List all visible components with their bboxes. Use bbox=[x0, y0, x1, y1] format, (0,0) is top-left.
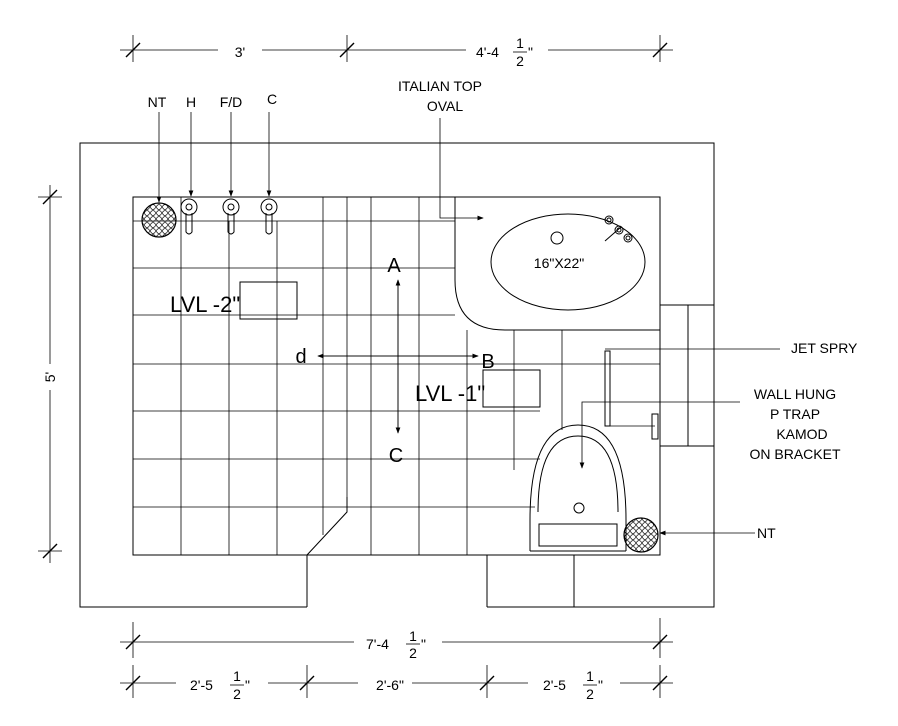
label-basin-size: 16"X22" bbox=[534, 255, 584, 271]
label-lvl2: LVL -2" bbox=[170, 292, 240, 317]
label-jet-spray: JET SPRY bbox=[791, 340, 858, 356]
dim-bottom-left: 2'-5 bbox=[190, 677, 213, 693]
jet-spray-panel bbox=[604, 304, 715, 447]
dim-bottom-right-num: 1 bbox=[586, 668, 594, 684]
label-oval: OVAL bbox=[427, 98, 464, 114]
label-on-bracket: ON BRACKET bbox=[749, 446, 840, 462]
label-flush-valve: F/D bbox=[220, 94, 243, 110]
bottom-total-dimension bbox=[120, 618, 673, 660]
dim-top-right-suffix: " bbox=[528, 44, 533, 60]
hot-tap-icon bbox=[180, 198, 198, 235]
label-nt-top: NT bbox=[148, 94, 167, 110]
dim-top-left: 3' bbox=[235, 44, 245, 60]
slope-point-c: C bbox=[389, 445, 403, 467]
cold-tap-icon bbox=[260, 198, 278, 235]
nahani-trap-top bbox=[141, 202, 177, 238]
dim-bottom-right-suffix: " bbox=[598, 677, 603, 693]
label-italian-top: ITALIAN TOP bbox=[398, 78, 482, 94]
nahani-trap-bottom bbox=[623, 517, 659, 553]
dim-left-vertical: 5' bbox=[42, 372, 58, 382]
label-p-trap: P TRAP bbox=[770, 406, 820, 422]
slope-point-b: B bbox=[481, 351, 494, 373]
floor-outline bbox=[132, 196, 661, 556]
dim-bottom-right: 2'-5 bbox=[543, 677, 566, 693]
tile-grid bbox=[133, 197, 660, 555]
slope-point-a: A bbox=[387, 255, 401, 277]
lvl2-box bbox=[239, 281, 298, 320]
slope-arrows bbox=[317, 279, 479, 434]
dim-bottom-total-den: 2 bbox=[409, 645, 417, 661]
fixture-leaders bbox=[156, 112, 780, 536]
oval-basin bbox=[490, 213, 646, 311]
dim-top-right-num: 1 bbox=[516, 35, 524, 51]
label-kamod: KAMOD bbox=[776, 426, 827, 442]
lvl1-box bbox=[482, 369, 541, 408]
flush-valve-icon bbox=[222, 198, 240, 235]
label-cold: C bbox=[267, 91, 277, 107]
slope-point-d: d bbox=[295, 346, 306, 368]
label-wall-hung: WALL HUNG bbox=[754, 386, 836, 402]
dim-bottom-total-num: 1 bbox=[409, 628, 417, 644]
wall-hung-wc bbox=[529, 424, 627, 552]
dim-bottom-right-den: 2 bbox=[586, 686, 594, 702]
dim-bottom-left-num: 1 bbox=[233, 668, 241, 684]
label-lvl1: LVL -1" bbox=[415, 381, 485, 406]
dim-bottom-left-den: 2 bbox=[233, 686, 241, 702]
label-nt-bottom: NT bbox=[757, 525, 776, 541]
dim-bottom-total: 7'-4 bbox=[366, 636, 389, 652]
floor-break bbox=[306, 497, 348, 556]
dim-top-right: 4'-4 bbox=[476, 44, 499, 60]
left-dimension bbox=[38, 185, 62, 563]
basin-drain bbox=[550, 231, 564, 245]
bottom-split-dimension bbox=[120, 665, 673, 700]
dim-top-right-den: 2 bbox=[516, 53, 524, 69]
dim-bottom-left-suffix: " bbox=[245, 677, 250, 693]
vanity-counter bbox=[454, 197, 660, 331]
dim-bottom-mid: 2'-6" bbox=[376, 677, 404, 693]
label-hot: H bbox=[186, 94, 196, 110]
outer-wall bbox=[79, 142, 715, 608]
top-dimension bbox=[120, 35, 673, 68]
basin-tap-icon bbox=[604, 215, 633, 243]
dim-bottom-total-suffix: " bbox=[421, 636, 426, 652]
